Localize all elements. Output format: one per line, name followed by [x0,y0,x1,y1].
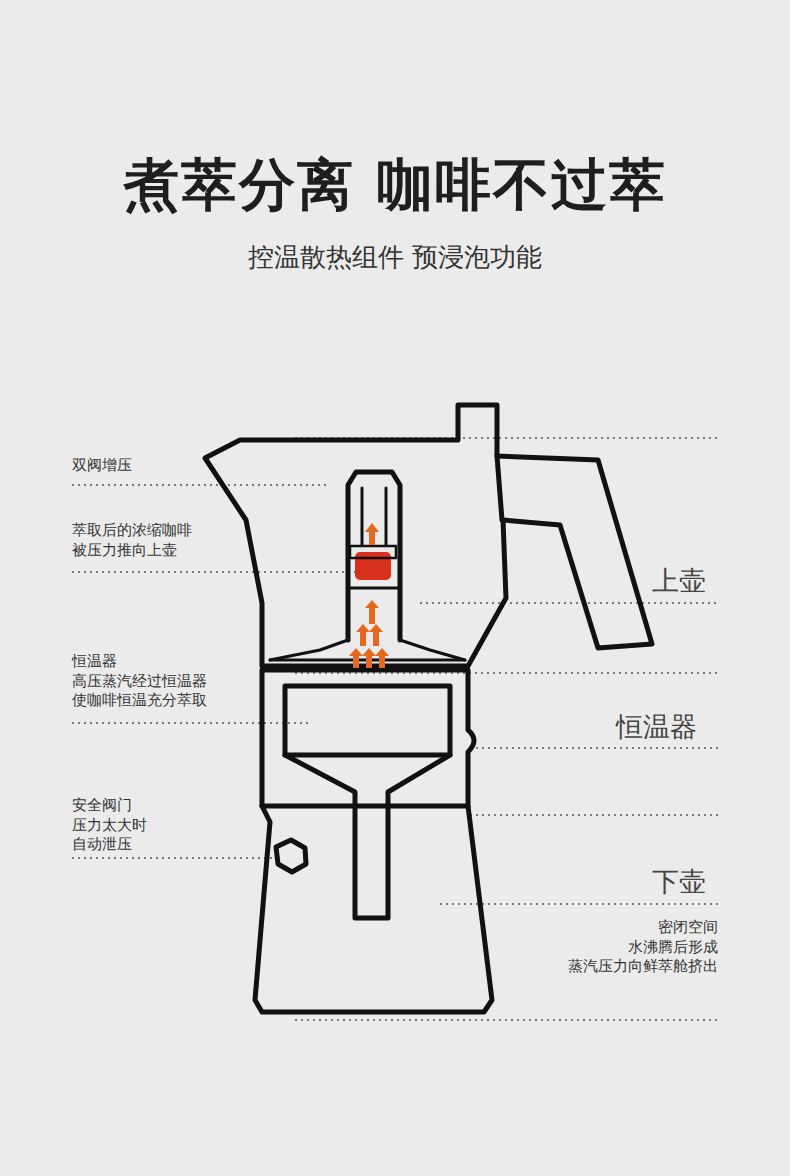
part-name: 恒温器 [616,709,697,745]
callout-text: 双阀增压 [72,456,132,475]
valve-frame [350,546,396,558]
callout-text: 恒温器 高压蒸汽经过恒温器 使咖啡恒温充分萃取 [72,652,207,711]
callout-text: 萃取后的浓缩咖啡 被压力推向上壶 [72,521,192,560]
part-name: 上壶 [652,563,706,599]
callout-text: 安全阀门 压力太大时 自动泄压 [72,796,147,855]
subtitle: 控温散热组件 预浸泡功能 [248,240,542,275]
part-name: 下壶 [652,864,706,900]
steam-arrows [349,523,389,668]
page-title: 煮萃分离 咖啡不过萃 [123,148,667,224]
callout-text: 密闭空间 水沸腾后形成 蒸汽压力向鲜萃舱挤出 [568,918,718,977]
pot-outline [205,405,652,1012]
leader-lines [72,438,718,1020]
red-valve [355,552,391,580]
